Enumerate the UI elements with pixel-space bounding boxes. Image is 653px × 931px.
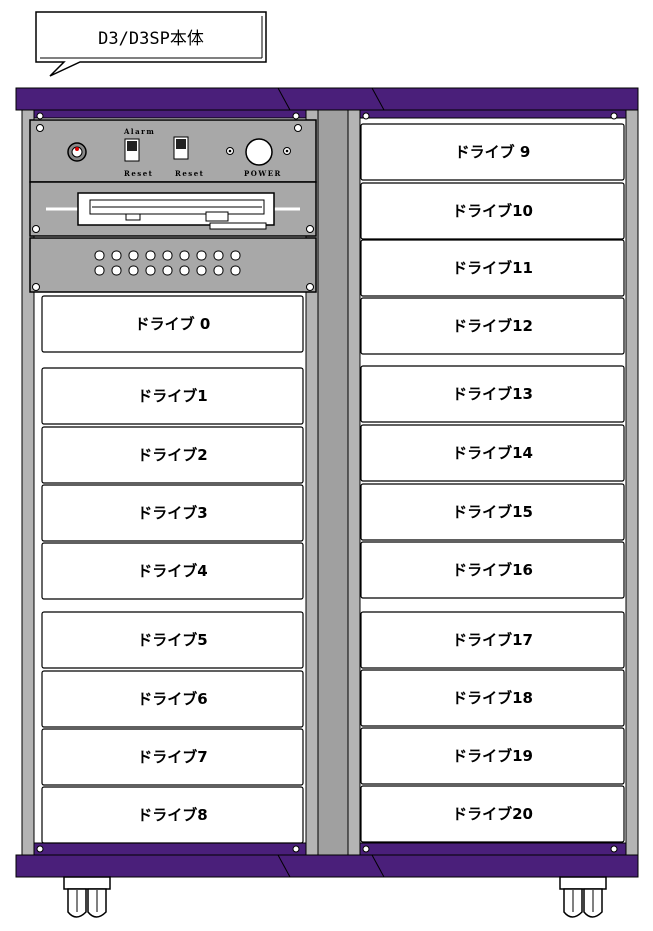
drive-tray[interactable]: ドライブ13 — [360, 365, 625, 423]
drive-tray[interactable]: ドライブ5 — [41, 611, 304, 669]
bottom-frame-bar — [15, 854, 639, 878]
drive-label: ドライブ5 — [137, 631, 207, 649]
drive-label: ドライブ8 — [137, 806, 207, 824]
drive-tray[interactable]: ドライブ12 — [360, 297, 625, 355]
drive-label: ドライブ11 — [452, 259, 533, 277]
drive-tray[interactable]: ドライブ18 — [360, 669, 625, 727]
reset-label-1: Reset — [124, 169, 153, 178]
vent-panel — [29, 237, 317, 293]
vent-hole-icon — [196, 265, 207, 276]
drive-tray[interactable]: ドライブ10 — [360, 182, 625, 240]
drive-label: ドライブ 9 — [455, 143, 531, 161]
drive-tray[interactable]: ドライブ 0 — [41, 295, 304, 353]
drive-label: ドライブ1 — [137, 387, 207, 405]
vent-hole-icon — [213, 265, 224, 276]
drive-tray[interactable]: ドライブ4 — [41, 542, 304, 600]
vent-hole-icon — [111, 250, 122, 261]
drive-tray[interactable]: ドライブ20 — [360, 785, 625, 843]
center-column — [317, 109, 349, 861]
drive-label: ドライブ12 — [452, 317, 533, 335]
drive-label: ドライブ20 — [452, 805, 533, 823]
drive-tray[interactable]: ドライブ14 — [360, 424, 625, 482]
drive-label: ドライブ4 — [137, 562, 207, 580]
top-frame-bar — [15, 87, 639, 111]
drive-tray[interactable]: ドライブ17 — [360, 611, 625, 669]
drive-label: ドライブ6 — [137, 690, 207, 708]
right-drive-column: ドライブ 9 ドライブ10 ドライブ11 ドライブ12 ドライブ13 ドライブ14 ドライブ… — [360, 123, 625, 843]
caster-left-icon — [63, 876, 111, 918]
vent-hole-icon — [145, 250, 156, 261]
vent-hole-icon — [179, 265, 190, 276]
floppy-drive — [29, 181, 317, 237]
reset-switch-2[interactable] — [173, 136, 189, 160]
drive-label: ドライブ 0 — [135, 315, 211, 333]
vent-hole-icon — [213, 250, 224, 261]
vent-hole-icon — [196, 250, 207, 261]
drive-label: ドライブ3 — [137, 504, 207, 522]
alarm-label: Alarm — [123, 127, 155, 136]
right-rail — [625, 109, 639, 861]
drive-label: ドライブ19 — [452, 747, 533, 765]
drive-tray[interactable]: ドライブ6 — [41, 670, 304, 728]
vent-hole-icon — [111, 265, 122, 276]
callout-title: D3/D3SP本体 — [98, 29, 204, 49]
vent-hole-icon — [128, 250, 139, 261]
drive-label: ドライブ17 — [452, 631, 533, 649]
drive-label: ドライブ16 — [452, 561, 533, 579]
drive-tray[interactable]: ドライブ11 — [360, 239, 625, 297]
power-label: POWER — [244, 169, 282, 178]
vent-hole-icon — [94, 250, 105, 261]
drive-label: ドライブ14 — [452, 444, 533, 462]
vent-hole-icon — [162, 250, 173, 261]
vent-hole-icon — [162, 265, 173, 276]
drive-tray[interactable]: ドライブ19 — [360, 727, 625, 785]
caster-right-icon — [559, 876, 607, 918]
drive-label: ドライブ13 — [452, 385, 533, 403]
drive-tray[interactable]: ドライブ2 — [41, 426, 304, 484]
drive-tray[interactable]: ドライブ16 — [360, 541, 625, 599]
drive-tray[interactable]: ドライブ1 — [41, 367, 304, 425]
key-switch-icon[interactable] — [67, 142, 87, 162]
drive-tray[interactable]: ドライブ15 — [360, 483, 625, 541]
drive-label: ドライブ18 — [452, 689, 533, 707]
drive-tray[interactable]: ドライブ 9 — [360, 123, 625, 181]
drive-tray[interactable]: ドライブ8 — [41, 786, 304, 844]
callout: D3/D3SP本体 — [35, 11, 267, 77]
drive-label: ドライブ7 — [137, 748, 207, 766]
left-drive-column: ドライブ 0 ドライブ1 ドライブ2 ドライブ3 ドライブ4 ドライブ5 ドライブ6 ドライブ… — [41, 295, 304, 844]
vent-hole-icon — [94, 265, 105, 276]
center-rail-right — [347, 109, 361, 861]
drive-label: ドライブ15 — [452, 503, 533, 521]
drive-tray[interactable]: ドライブ3 — [41, 484, 304, 542]
reset-switch-1[interactable] — [124, 138, 140, 162]
vent-hole-icon — [179, 250, 190, 261]
power-button[interactable] — [245, 138, 273, 166]
control-panel: Alarm Reset Reset POWER — [29, 119, 317, 183]
drive-label: ドライブ2 — [137, 446, 207, 464]
drive-tray[interactable]: ドライブ7 — [41, 728, 304, 786]
vent-hole-icon — [230, 265, 241, 276]
vent-hole-icon — [128, 265, 139, 276]
vent-hole-icon — [145, 265, 156, 276]
vent-hole-icon — [230, 250, 241, 261]
drive-label: ドライブ10 — [452, 202, 533, 220]
reset-label-2: Reset — [175, 169, 204, 178]
